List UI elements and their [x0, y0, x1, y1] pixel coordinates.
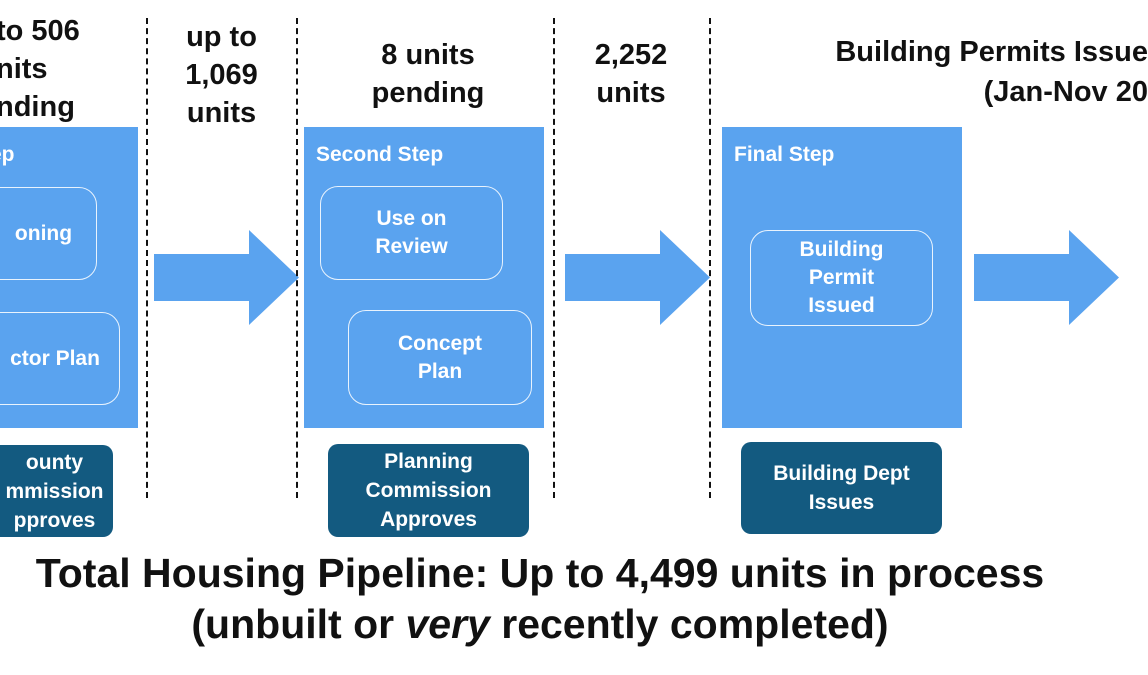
zoning-node: oning — [0, 187, 97, 280]
sector-plan-node: ctor Plan — [0, 312, 120, 405]
planning-commission-approver: Planning Commission Approves — [328, 444, 529, 537]
right-arrow-clip — [974, 225, 1119, 330]
building-permit-issued-node: Building Permit Issued — [750, 230, 933, 326]
pipeline-total-subline: (unbuilt or very recently completed) — [0, 597, 1080, 651]
final-step-panel: Final Step Building Permit Issued — [722, 127, 962, 428]
second-step-title: Second Step — [316, 143, 444, 166]
stage-divider — [709, 18, 711, 498]
building-dept-approver: Building Dept Issues — [741, 442, 942, 534]
first-step-column: to 506 nits nding ep oning ctor Plan oun… — [0, 0, 150, 540]
use-on-review-node: Use on Review — [320, 186, 503, 280]
right-arrow-icon — [565, 230, 710, 325]
zoning-node-label: oning — [14, 221, 73, 245]
gap2-unit-count: 2,252 units — [594, 39, 668, 109]
county-commission-approver: ounty mmission pproves — [0, 445, 113, 537]
right-arrow-icon — [974, 230, 1119, 325]
gap1-unit-count: up to 1,069 units — [185, 21, 258, 129]
county-commission-label: ounty mmission pproves — [5, 450, 104, 532]
subline-prefix: (unbuilt or — [191, 601, 406, 647]
first-step-title: ep — [0, 143, 15, 166]
second-step-unit-count: 8 units pending — [371, 39, 485, 109]
right-arrow-icon — [154, 230, 299, 325]
subline-emphasis: very — [405, 601, 490, 647]
second-step-panel: Second Step Use on Review Concept Plan — [304, 127, 544, 428]
stage-divider — [296, 18, 298, 498]
permits-count-clip: Building Permits Issue (Jan-Nov 20 — [712, 0, 1148, 120]
concept-plan-node: Concept Plan — [348, 310, 532, 405]
final-step-title: Final Step — [734, 143, 835, 166]
stage-divider — [146, 18, 148, 498]
subline-suffix: recently completed) — [489, 601, 889, 647]
stage-divider — [553, 18, 555, 498]
first-step-panel: ep oning ctor Plan — [0, 127, 138, 428]
sector-plan-node-label: ctor Plan — [10, 346, 100, 370]
first-step-unit-count: to 506 nits nding — [0, 15, 80, 123]
permits-unit-count: Building Permits Issue (Jan-Nov 20 — [835, 36, 1148, 108]
pipeline-total-headline: Total Housing Pipeline: Up to 4,499 unit… — [35, 550, 1045, 596]
